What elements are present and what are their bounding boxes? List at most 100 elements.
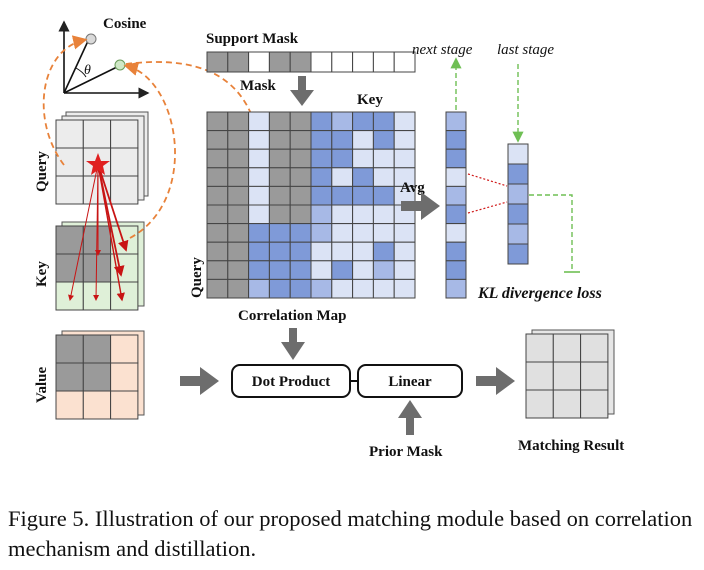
last-stage-vector <box>507 143 529 265</box>
correlation-cell <box>227 260 250 280</box>
theta-label: θ <box>84 63 91 78</box>
result-arrow <box>476 367 515 395</box>
correlation-cell <box>289 260 312 280</box>
correlation-cell <box>310 204 333 225</box>
correlation-cell <box>248 148 270 169</box>
support-mask-bar <box>206 51 416 73</box>
next-stage-label: next stage <box>412 42 473 58</box>
query-cell <box>110 175 139 205</box>
last-vector-cell <box>507 223 529 245</box>
correlation-cell <box>206 204 229 225</box>
correlation-cell <box>310 130 333 150</box>
result-cell <box>552 361 582 391</box>
avg-vector-cell <box>445 278 467 299</box>
correlation-cell <box>268 223 291 243</box>
correlation-cell <box>310 148 333 169</box>
result-cell <box>525 333 554 363</box>
support-mask-cell <box>372 51 395 73</box>
query-cell <box>55 175 84 205</box>
value-arrow <box>180 367 219 395</box>
support-mask-cell <box>268 51 291 73</box>
correlation-cell <box>352 278 374 299</box>
correlation-cell <box>248 223 270 243</box>
corr-down-arrow <box>281 328 305 360</box>
result-cell <box>552 333 582 363</box>
correlation-cell <box>227 278 250 299</box>
result-cell <box>552 389 582 419</box>
avg-vector-cell <box>445 241 467 262</box>
query-side-label: Query <box>34 151 50 192</box>
cosine-diagram: θ Cosine <box>58 16 150 99</box>
correlation-cell <box>331 278 354 299</box>
correlation-cell <box>248 185 270 206</box>
correlation-cell <box>310 241 333 262</box>
correlation-cell <box>331 204 354 225</box>
correlation-cell <box>393 241 416 262</box>
prior-mask-label: Prior Mask <box>369 444 443 460</box>
correlation-cell <box>372 204 395 225</box>
value-cell <box>55 362 84 392</box>
correlation-cell <box>393 130 416 150</box>
support-mask-cell <box>310 51 333 73</box>
avg-vector-cell <box>445 260 467 280</box>
last-vector-cell <box>507 183 529 205</box>
avg-vector-cell <box>445 111 467 132</box>
avg-vector <box>445 111 467 299</box>
mask-label: Mask <box>240 78 276 94</box>
correlation-cell <box>372 278 395 299</box>
last-vector-cell <box>507 243 529 265</box>
correlation-cell <box>331 111 354 132</box>
correlation-cell <box>372 148 395 169</box>
correlation-cell <box>248 260 270 280</box>
kl-dotted-lines <box>467 173 508 214</box>
key-cell <box>55 253 84 283</box>
query-cell <box>110 119 139 149</box>
avg-vector-cell <box>445 167 467 187</box>
result-cell <box>525 389 554 419</box>
last-stage-label: last stage <box>497 42 554 58</box>
correlation-cell <box>310 111 333 132</box>
avg-arrow <box>401 192 440 220</box>
star-icon <box>86 153 110 175</box>
query-star-arrows <box>68 153 129 302</box>
correlation-cell <box>227 204 250 225</box>
key-cell <box>110 225 139 255</box>
correlation-cell <box>227 130 250 150</box>
value-cell <box>55 334 84 364</box>
correlation-cell <box>352 241 374 262</box>
correlation-cell <box>372 223 395 243</box>
correlation-cell <box>289 130 312 150</box>
correlation-cell <box>206 148 229 169</box>
correlation-cell <box>248 111 270 132</box>
prior-mask-arrow <box>398 400 422 435</box>
correlation-cell <box>206 260 229 280</box>
correlation-cell <box>393 111 416 132</box>
query-cell <box>55 147 84 177</box>
correlation-cell <box>248 204 270 225</box>
correlation-cell <box>310 185 333 206</box>
correlation-cell <box>352 185 374 206</box>
linear-box <box>357 364 463 398</box>
correlation-cell <box>289 204 312 225</box>
correlation-cell <box>227 223 250 243</box>
correlation-cell <box>372 111 395 132</box>
correlation-cell <box>268 185 291 206</box>
dot-product-label: Dot Product <box>252 374 330 390</box>
value-cell <box>82 362 112 392</box>
query-cell <box>82 119 112 149</box>
correlation-cell <box>206 278 229 299</box>
value-cell <box>55 390 84 420</box>
correlation-map-label: Correlation Map <box>238 308 346 324</box>
correlation-cell <box>352 148 374 169</box>
correlation-cell <box>289 111 312 132</box>
key-cell <box>55 225 84 255</box>
value-cell <box>82 390 112 420</box>
key-cell <box>82 281 112 311</box>
avg-vector-cell <box>445 204 467 225</box>
correlation-cell <box>352 260 374 280</box>
correlation-cell <box>310 223 333 243</box>
correlation-cell <box>268 204 291 225</box>
correlation-cell <box>331 130 354 150</box>
value-grid <box>55 330 145 420</box>
correlation-cell <box>372 185 395 206</box>
